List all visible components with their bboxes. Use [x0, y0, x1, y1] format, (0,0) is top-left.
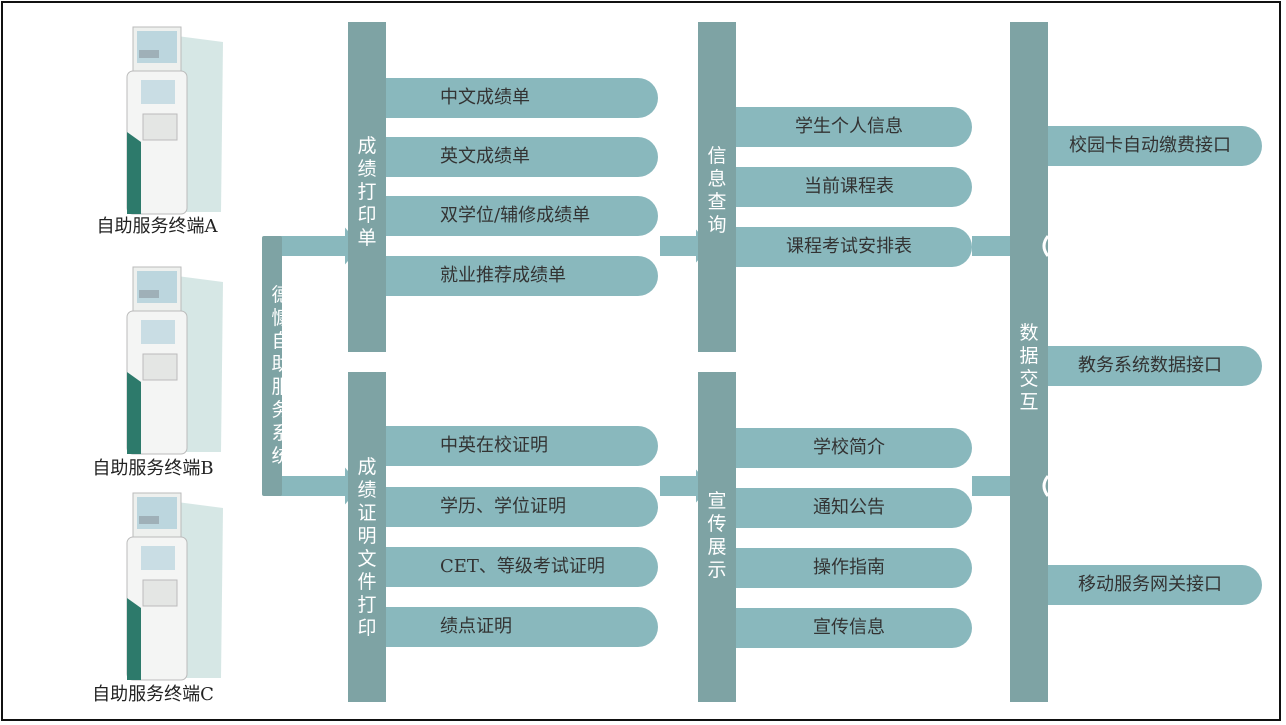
promo-item-publicity: 宣传信息 [736, 608, 972, 648]
arrow-to-cert-print [262, 466, 362, 506]
info-query-item-exam: 课程考试安排表 [736, 227, 972, 267]
info-query-item-student: 学生个人信息 [736, 107, 972, 147]
kiosk-terminal-a-image [126, 26, 223, 215]
arrow-to-score-print [262, 226, 362, 266]
kiosk-terminal-c-image [126, 492, 223, 681]
kiosk-terminal-b-image [126, 266, 223, 455]
data-exchange-label: 数据交互 [1019, 322, 1039, 413]
score-print-item-english: 英文成绩单 [386, 137, 658, 177]
cert-print-item-cet: CET、等级考试证明 [386, 547, 658, 587]
data-exchange-item-mobile: 移动服务网关接口 [1048, 565, 1262, 605]
cert-print-item-enrollment: 中英在校证明 [386, 426, 658, 466]
score-print-bar [348, 22, 386, 352]
terminal-b-label: 自助服务终端B [92, 458, 214, 479]
data-exchange-bar [1010, 22, 1048, 702]
cert-print-item-gpa: 绩点证明 [386, 607, 658, 647]
system-label: 德慷自助服务系统 [271, 284, 291, 467]
promo-item-notice: 通知公告 [736, 488, 972, 528]
score-print-item-employment: 就业推荐成绩单 [386, 256, 658, 296]
promo-item-guide: 操作指南 [736, 548, 972, 588]
data-exchange-item-campus-card: 校园卡自动缴费接口 [1048, 126, 1262, 166]
score-print-item-chinese: 中文成绩单 [386, 78, 658, 118]
score-print-label: 成绩打印单 [357, 135, 377, 249]
terminal-a-label: 自助服务终端A [96, 216, 218, 237]
system-bar [262, 236, 282, 496]
promo-bar [698, 372, 736, 702]
info-query-label: 信息查询 [707, 145, 727, 236]
cert-print-bar [348, 372, 386, 702]
cert-print-item-degree: 学历、学位证明 [386, 487, 658, 527]
info-query-item-schedule: 当前课程表 [736, 167, 972, 207]
score-print-item-double-degree: 双学位/辅修成绩单 [386, 196, 658, 236]
data-exchange-item-academic: 教务系统数据接口 [1048, 346, 1262, 386]
promo-label: 宣传展示 [707, 490, 727, 581]
promo-item-intro: 学校简介 [736, 428, 972, 468]
info-query-bar [698, 22, 736, 352]
cert-print-label: 成绩证明文件打印 [357, 456, 377, 639]
terminal-c-label: 自助服务终端C [92, 684, 214, 705]
